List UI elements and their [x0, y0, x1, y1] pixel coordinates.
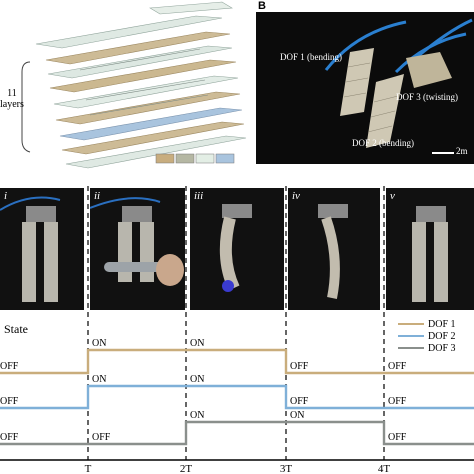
- legend-swatch: [398, 335, 424, 337]
- state-on-label: ON: [190, 410, 204, 421]
- color-swatches: [155, 153, 235, 164]
- state-on-label: ON: [190, 338, 204, 349]
- gripper-photo: [412, 206, 448, 302]
- blue-tube: [415, 18, 473, 60]
- time-tick-label: 4T: [378, 463, 391, 474]
- layer-plates: [35, 1, 247, 169]
- dof3-label: DOF 3 (twisting): [396, 92, 459, 102]
- photo-panel-i: i: [0, 188, 84, 310]
- time-tick-label: 3T: [280, 463, 293, 474]
- state-on-label: ON: [92, 338, 106, 349]
- layers-count: 11: [7, 88, 17, 99]
- layer-bracket: [21, 61, 31, 153]
- swatch: [195, 153, 215, 164]
- panel-number: iii: [194, 190, 204, 202]
- state-off-label: OFF: [0, 432, 19, 443]
- layer-plate: [47, 45, 233, 79]
- panel-number: v: [390, 190, 395, 202]
- panel-number: iv: [292, 190, 300, 202]
- dof1-label: DOF 1 (bending): [280, 52, 342, 62]
- timing-legend: DOF 1 DOF 2 DOF 3: [398, 318, 456, 354]
- gripper-photo: [318, 204, 348, 299]
- state-on-label: ON: [92, 374, 106, 385]
- legend-label: DOF 3: [428, 342, 456, 354]
- legend-swatch: [398, 323, 424, 325]
- legend-item: DOF 3: [398, 342, 456, 354]
- layer-plate: [61, 121, 245, 155]
- layer-plate: [49, 59, 237, 93]
- signal-trace: [0, 420, 474, 446]
- legend-item: DOF 1: [398, 318, 456, 330]
- layer-plate: [149, 1, 233, 15]
- gripper-fingers: [366, 74, 404, 148]
- state-off-label: OFF: [92, 432, 111, 443]
- gripper-fingers: [340, 48, 374, 116]
- legend-label: DOF 2: [428, 330, 456, 342]
- state-off-label: OFF: [388, 361, 407, 372]
- state-on-label: ON: [190, 374, 204, 385]
- state-off-label: OFF: [0, 361, 19, 372]
- state-off-label: OFF: [0, 396, 19, 407]
- state-title: State: [4, 322, 28, 336]
- layer-stack-diagram: [21, 1, 247, 169]
- dof2-label: DOF 2 (bending): [352, 138, 414, 148]
- swatch: [155, 153, 175, 164]
- state-on-label: ON: [290, 410, 304, 421]
- scale-label: 2m: [456, 146, 468, 156]
- scale-bar: [432, 152, 454, 154]
- layer-plate: [65, 135, 247, 169]
- panel-number: ii: [94, 190, 101, 202]
- signal-trace: [0, 384, 474, 410]
- signal-trace: [0, 348, 474, 375]
- time-tick-label: 2T: [180, 463, 193, 474]
- swatch: [175, 153, 195, 164]
- time-tick-label: T: [85, 463, 92, 474]
- panel-number: i: [4, 190, 8, 202]
- state-off-label: OFF: [290, 361, 309, 372]
- state-off-label: OFF: [388, 432, 407, 443]
- layer-plate: [53, 75, 239, 109]
- slot-details: [79, 48, 209, 116]
- photo-panel-v: v: [386, 188, 474, 310]
- blue-tube: [324, 20, 407, 71]
- gripper-photo: [0, 196, 61, 302]
- state-off-label: OFF: [290, 396, 309, 407]
- photo-panel-ii: ii: [90, 188, 185, 310]
- panel-b-letter: B: [258, 0, 266, 12]
- legend-item: DOF 2: [398, 330, 456, 342]
- gripper-illustration: [324, 18, 473, 154]
- panel-b-photo: DOF 1 (bending) DOF 3 (twisting) DOF 2 (…: [256, 12, 474, 164]
- gripper-photo: [90, 197, 184, 286]
- gripper-photo: [219, 204, 252, 292]
- layer-plate: [35, 15, 223, 49]
- state-off-label: OFF: [388, 396, 407, 407]
- legend-swatch: [398, 347, 424, 349]
- legend-label: DOF 1: [428, 318, 456, 330]
- photo-panel-iv: iv: [288, 188, 380, 310]
- photo-panel-iii: iii: [190, 188, 284, 310]
- gripper-fingers: [406, 52, 452, 88]
- layer-plate: [59, 107, 243, 141]
- swatch: [215, 153, 235, 164]
- layers-label: layers: [0, 99, 24, 110]
- layer-plate: [55, 91, 241, 125]
- layer-plate: [45, 31, 231, 65]
